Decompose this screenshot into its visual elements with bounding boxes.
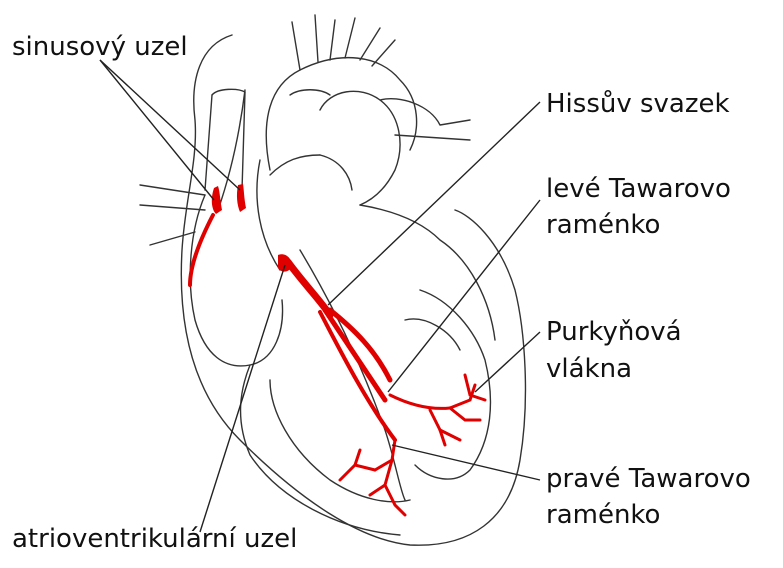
label-his-bundle: Hissův svazek bbox=[546, 87, 730, 121]
leader-left-bundle bbox=[388, 200, 540, 392]
his-bundle-mark bbox=[288, 262, 330, 315]
leader-lines bbox=[100, 60, 540, 532]
purkinje-fibers-right bbox=[340, 440, 405, 515]
label-left-bundle-line1: levé Tawarovo bbox=[546, 172, 731, 206]
leader-purkinje bbox=[475, 332, 540, 392]
leader-right-bundle bbox=[392, 445, 540, 480]
leader-sinus-1 bbox=[100, 60, 214, 200]
conduction-system bbox=[190, 184, 485, 515]
purkinje-fibers-left bbox=[390, 375, 485, 445]
label-sinus-node: sinusový uzel bbox=[12, 30, 188, 64]
label-left-bundle-line2: raménko bbox=[546, 208, 660, 242]
leader-sinus-2 bbox=[100, 60, 240, 190]
internodal-path bbox=[190, 215, 213, 285]
label-right-bundle-line1: pravé Tawarovo bbox=[546, 462, 751, 496]
label-av-node: atrioventrikulární uzel bbox=[12, 522, 297, 556]
label-purkinje-line2: vlákna bbox=[546, 352, 632, 386]
label-right-bundle-line2: raménko bbox=[546, 498, 660, 532]
label-purkinje-line1: Purkyňová bbox=[546, 315, 682, 349]
leader-his bbox=[328, 102, 540, 305]
heart-outline bbox=[140, 15, 525, 545]
